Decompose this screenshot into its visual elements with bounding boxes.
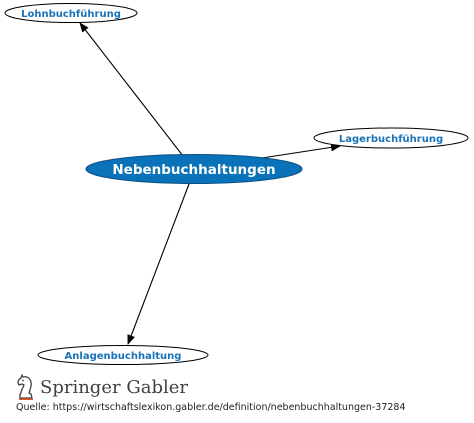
node-anlagenbuchhaltung: Anlagenbuchhaltung <box>37 345 209 365</box>
node-label-anlagenbuchhaltung: Anlagenbuchhaltung <box>65 351 182 362</box>
brand-gabler: Gabler <box>126 376 188 398</box>
brand-springer: Springer <box>40 376 121 398</box>
node-lagerbuchfuehrung: Lagerbuchführung <box>313 127 469 149</box>
chess-knight-icon <box>17 374 33 400</box>
source-prefix: Quelle: <box>16 402 50 413</box>
edge-to-lagerbuchfuehrung <box>261 143 341 159</box>
concept-map: Lohnbuchführung Lagerbuchführung Anlagen… <box>4 3 469 365</box>
node-lohnbuchfuehrung: Lohnbuchführung <box>4 3 138 23</box>
node-label-lohnbuchfuehrung: Lohnbuchführung <box>21 9 121 20</box>
edge-to-lohnbuchfuehrung <box>79 22 184 157</box>
brand-name: Springer Gabler <box>40 377 188 398</box>
source-url: https://wirtschaftslexikon.gabler.de/def… <box>52 402 406 413</box>
node-label-center: Nebenbuchhaltungen <box>112 162 275 178</box>
edge-to-anlagenbuchhaltung <box>127 183 190 345</box>
springer-gabler-logo: Springer Gabler <box>16 373 188 401</box>
node-center: Nebenbuchhaltungen <box>85 154 303 184</box>
node-label-lagerbuchfuehrung: Lagerbuchführung <box>339 134 443 145</box>
source-line: Quelle: https://wirtschaftslexikon.gable… <box>16 402 406 413</box>
